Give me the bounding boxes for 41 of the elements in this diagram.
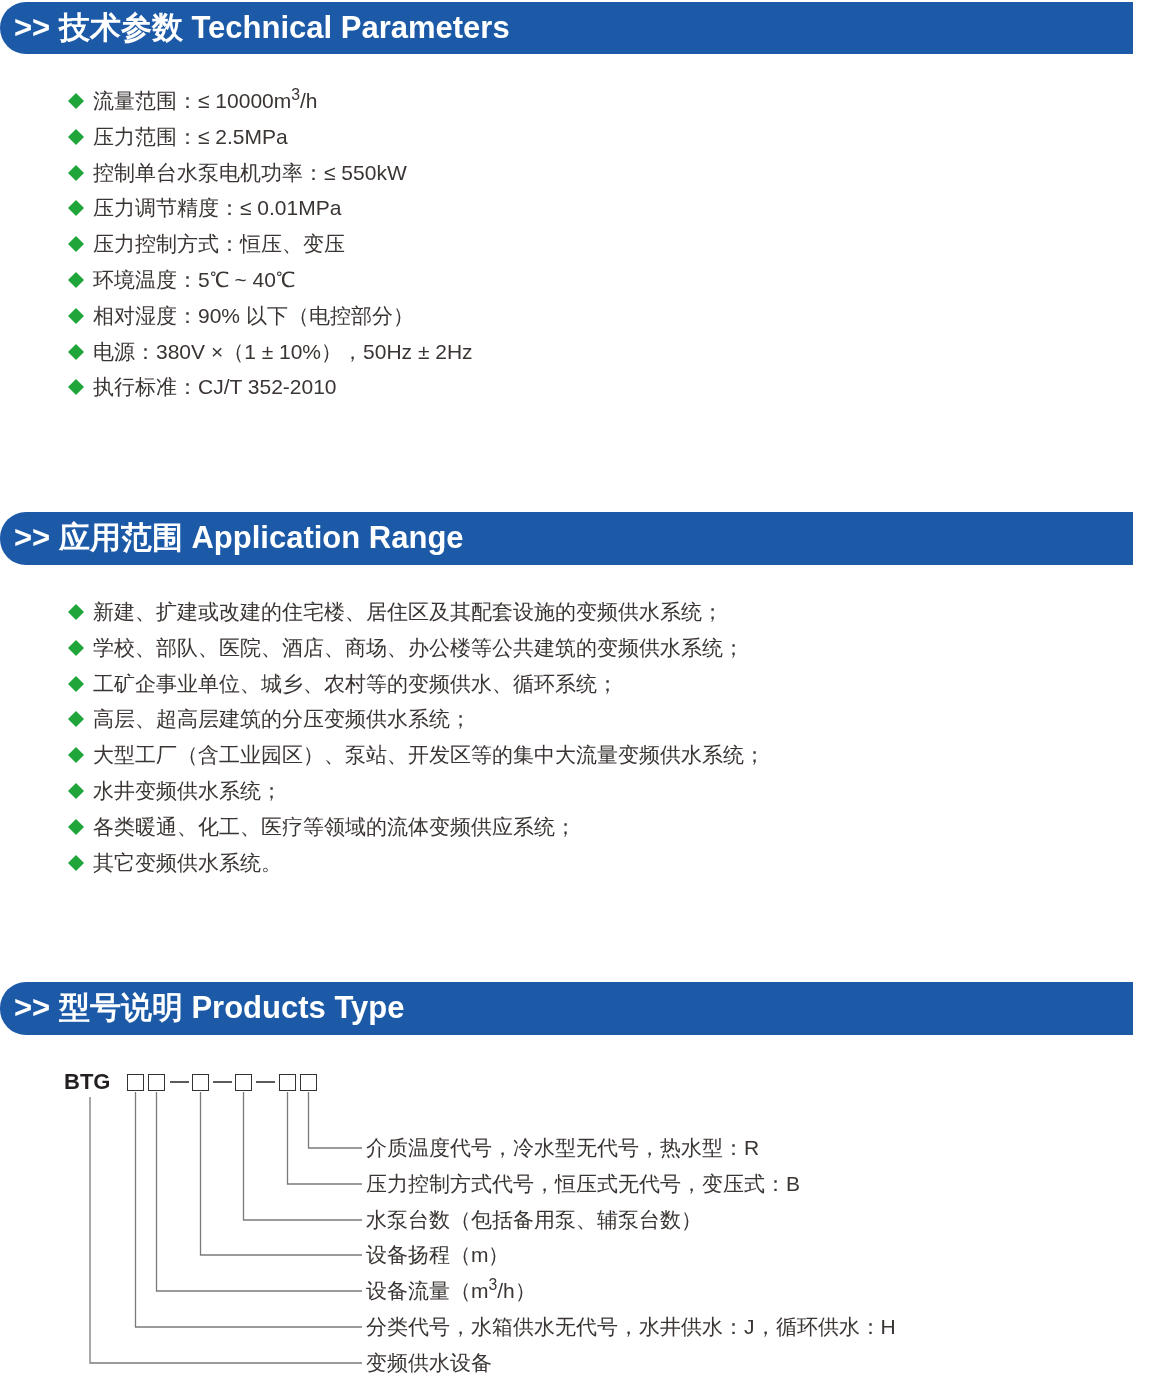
list-item: 水井变频供水系统； xyxy=(93,778,282,804)
code-box xyxy=(300,1074,317,1091)
leader-line xyxy=(155,1091,363,1292)
code-description: 介质温度代号，冷水型无代号，热水型：R xyxy=(366,1133,760,1163)
code-box xyxy=(148,1074,165,1091)
code-description: 设备流量（m$^{3}$/h） xyxy=(366,1276,536,1306)
code-description: 压力控制方式代号，恒压式无代号，变压式：B xyxy=(366,1169,800,1199)
code-box xyxy=(279,1074,296,1091)
list-item: 环境温度：5℃ ~ 40℃ xyxy=(93,267,295,293)
code-description: 设备扬程（m） xyxy=(366,1240,510,1270)
leader-line xyxy=(242,1091,363,1221)
leader-line xyxy=(307,1091,363,1149)
list-item: 其它变频供水系统。 xyxy=(93,849,282,876)
list-item: 相对湿度：90% 以下（电控部分） xyxy=(93,302,414,329)
code-box xyxy=(192,1074,209,1091)
list-item: 压力范围：≤ 2.5MPa xyxy=(93,123,288,150)
list-item: 执行标准：CJ/T 352-2010 xyxy=(93,374,337,401)
list-item: 工矿企事业单位、城乡、农村等的变频供水、循环系统； xyxy=(93,670,618,697)
section-header: >> 技术参数 Technical Parameters xyxy=(0,2,1133,54)
leader-line xyxy=(286,1091,363,1185)
list-item: 学校、部队、医院、酒店、商场、办公楼等公共建筑的变频供水系统； xyxy=(93,634,744,661)
list-item: 流量范围：≤ 10000m$^{3}$/h xyxy=(93,87,318,114)
list-item: 压力调节精度：≤ 0.01MPa xyxy=(93,195,342,222)
code-box xyxy=(127,1074,144,1091)
model-prefix: BTG xyxy=(64,1068,111,1096)
list-item: 控制单台水泵电机功率：≤ 550kW xyxy=(93,159,407,186)
list-item: 高层、超高层建筑的分压变频供水系统； xyxy=(93,706,471,733)
list-item: 新建、扩建或改建的住宅楼、居住区及其配套设施的变频供水系统； xyxy=(93,599,723,625)
section-header: >> 型号说明 Products Type xyxy=(0,982,1133,1035)
list-item: 各类暖通、化工、医疗等领域的流体变频供应系统； xyxy=(93,813,576,840)
code-description: 变频供水设备 xyxy=(366,1348,492,1378)
code-box xyxy=(235,1074,252,1091)
list-item: 电源：380V ×（1 ± 10%），50Hz ± 2Hz xyxy=(93,338,473,365)
leader-line xyxy=(89,1096,363,1364)
list-item: 大型工厂（含工业园区）、泵站、开发区等的集中大流量变频供水系统； xyxy=(93,742,765,769)
leader-line xyxy=(134,1091,363,1328)
code-description: 水泵台数（包括备用泵、辅泵台数） xyxy=(366,1205,702,1235)
code-description: 分类代号，水箱供水无代号，水井供水：J，循环供水：H xyxy=(366,1312,896,1342)
leader-line xyxy=(199,1091,363,1256)
list-item: 压力控制方式：恒压、变压 xyxy=(93,231,345,258)
section-header: >> 应用范围 Application Range xyxy=(0,512,1133,565)
